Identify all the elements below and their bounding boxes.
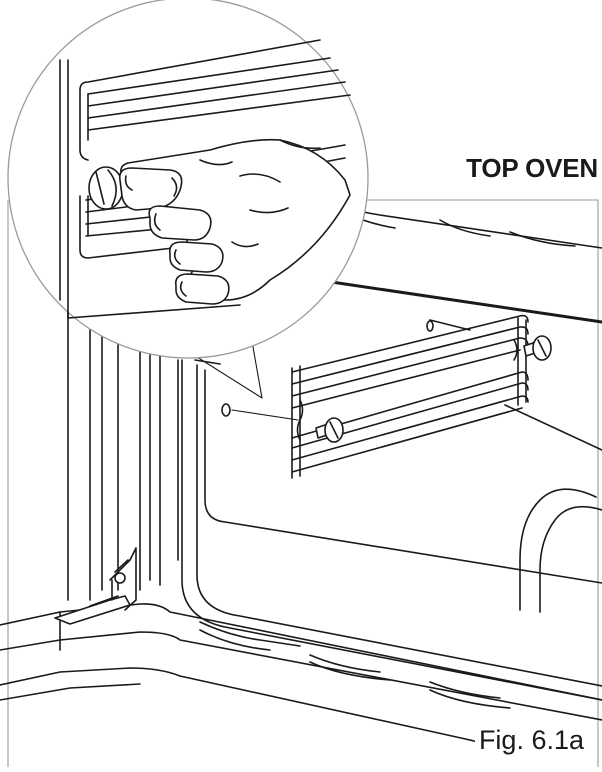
- figure-heading: TOP OVEN: [464, 153, 600, 184]
- oven-frame: [0, 199, 602, 767]
- screw-left: [315, 417, 344, 443]
- magnified-detail: [59, 39, 351, 319]
- screw-magnified: [88, 166, 124, 210]
- hand: [118, 138, 351, 305]
- screw-right: [523, 335, 552, 361]
- door-hinge: [54, 547, 137, 625]
- figure-caption: Fig. 6.1a: [474, 725, 588, 756]
- shelf-support-rack: [221, 314, 552, 479]
